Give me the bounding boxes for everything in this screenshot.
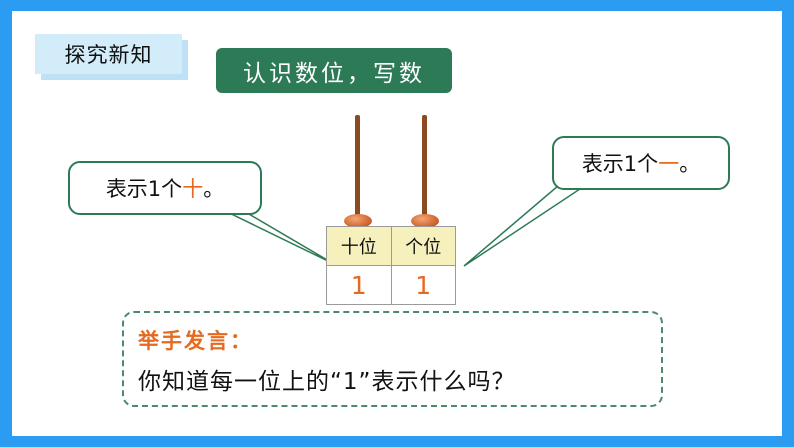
ones-rod [422,115,427,225]
callout-tens: 表示1个十。 [68,161,262,215]
slide: 探究新知 认识数位，写数 表示1个十。 表示1个一。 十位 个位 1 1 举手发… [12,11,782,436]
callout-pointers [216,173,594,267]
ones-bead [411,214,439,228]
place-value-header-row: 十位 个位 [326,226,456,266]
callout-ones: 表示1个一。 [552,136,730,190]
callout-ones-prefix: 表示1个 [581,152,659,176]
prompt-heading: 举手发言： [138,329,253,353]
callout-tens-prefix: 表示1个 [105,177,183,201]
tens-value: 1 [326,265,392,305]
discussion-prompt: 举手发言： 你知道每一位上的“1”表示什么吗？ [122,311,663,407]
place-value-row: 1 1 [326,265,456,305]
callout-tens-highlight: 十 [182,177,204,201]
callout-tens-suffix: 。 [203,177,225,201]
callout-ones-highlight: 一 [658,152,680,176]
tens-header: 十位 [326,226,392,266]
section-tag: 探究新知 [35,34,182,74]
callout-ones-suffix: 。 [679,152,701,176]
page-title: 认识数位，写数 [216,48,452,93]
ones-header: 个位 [390,226,456,266]
prompt-question: 你知道每一位上的“1”表示什么吗？ [138,369,516,395]
tens-rod [355,115,360,225]
place-value-table: 十位 个位 1 1 [326,226,456,305]
ones-value: 1 [390,265,456,305]
left-pointer [216,206,335,265]
tens-bead [344,214,372,228]
